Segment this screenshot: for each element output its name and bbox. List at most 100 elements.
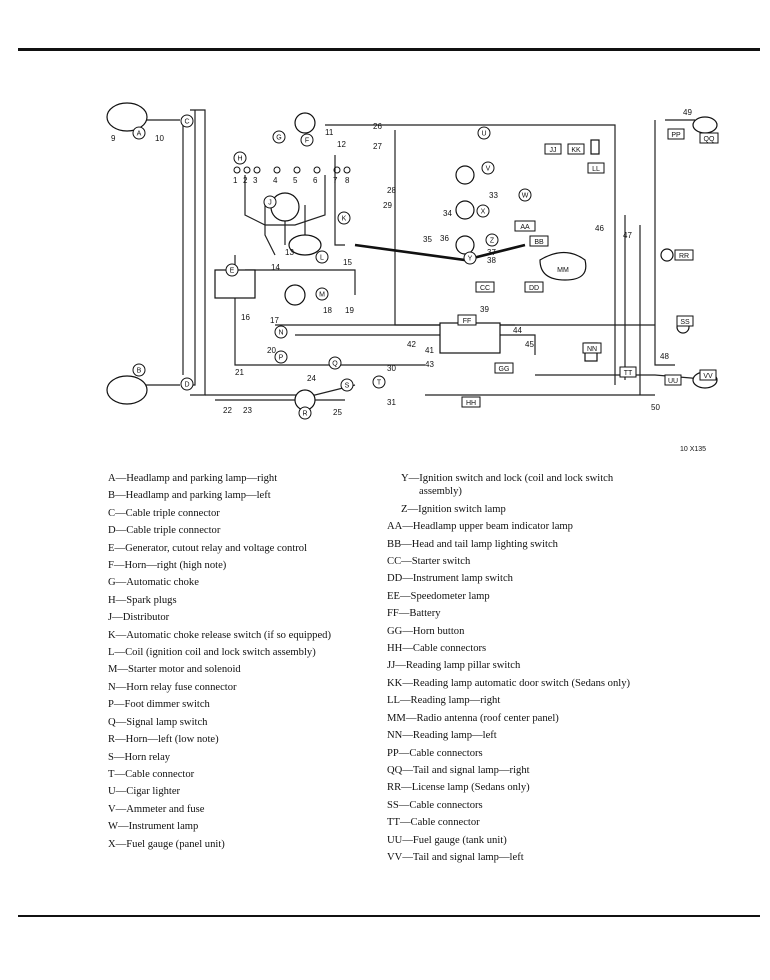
callout-E: E [225,263,239,277]
legend-item: QQ—Tail and signal lamp—right [387,764,530,776]
figure-id: 10 X135 [680,446,707,453]
callout-Q: Q [328,356,342,370]
wire-num-14: 14 [271,263,280,272]
callout-AA: AA [514,220,536,232]
svg-text:X: X [481,209,486,216]
wire-num-37: 37 [487,248,496,257]
callout-Y: Y [463,251,477,265]
wire-num-45: 45 [525,340,534,349]
svg-text:LL: LL [592,166,600,173]
legend-item: NN—Reading lamp—left [387,730,497,742]
wire-num-17: 17 [270,316,279,325]
callout-CC: CC [475,281,495,293]
svg-text:TT: TT [624,370,633,377]
wire-num-42: 42 [407,340,416,349]
wire-num-26: 26 [373,122,382,131]
callout-KK: KK [567,143,585,155]
svg-text:HH: HH [466,400,476,407]
bottom-rule [18,915,760,917]
legend-item: M—Starter motor and solenoid [108,664,241,676]
callout-L: L [315,250,329,264]
legend-item: S—Horn relay [108,751,171,763]
svg-text:Q: Q [332,361,338,368]
svg-text:BB: BB [534,239,544,246]
wire-num-13: 13 [285,248,294,257]
callout-FF: FF [457,314,477,326]
callout-B: B [132,363,146,377]
wire-num-18: 18 [323,306,332,315]
svg-text:KK: KK [571,147,581,154]
legend-item: D—Cable triple connector [108,525,221,537]
wire-num-1: 1 [233,176,238,185]
legend-item: DD—Instrument lamp switch [387,573,513,585]
legend-item: CC—Starter switch [387,556,471,568]
wire-num-39: 39 [480,305,489,314]
callout-K: K [337,211,351,225]
svg-text:NN: NN [587,346,597,353]
svg-text:SS: SS [680,319,690,326]
legend-item: Z—Ignition switch lamp [401,503,506,515]
callout-W: W [518,188,532,202]
legend-item: GG—Horn button [387,625,465,637]
callout-TT: TT [619,366,637,378]
svg-text:C: C [184,119,189,126]
legend-item: N—Horn relay fuse connector [108,681,237,693]
callout-U: U [477,126,491,140]
callout-N: N [274,325,288,339]
legend-item: HH—Cable connectors [387,643,487,655]
svg-text:A: A [137,131,142,138]
callout-H: H [233,151,247,165]
callout-VV: VV [699,369,717,381]
wire-num-47: 47 [623,231,632,240]
wire-num-11: 11 [325,128,334,137]
callout-QQ: QQ [699,132,719,144]
wire-num-5: 5 [293,176,298,185]
legend-item: F—Horn—right (high note) [108,560,227,572]
battery-cable [354,243,526,262]
callout-F: F [300,133,314,147]
wire-num-29: 29 [383,201,392,210]
wire-num-50: 50 [651,403,660,412]
callout-BB: BB [529,235,549,247]
legend-item: X—Fuel gauge (panel unit) [108,838,225,850]
legend-item: PP—Cable connectors [387,747,483,759]
legend-item: K—Automatic choke release switch (if so … [108,629,331,641]
legend-item: RR—License lamp (Sedans only) [387,782,530,794]
legend-item: AA—Headlamp upper beam indicator lamp [387,521,573,533]
callout-R: R [298,406,312,420]
svg-text:E: E [230,268,235,275]
callout-DD: DD [524,281,544,293]
callout-SS: SS [676,315,694,327]
legend-item: R—Horn—left (low note) [108,734,219,746]
legend-item: T—Cable connector [108,768,195,780]
wire-num-30: 30 [387,364,396,373]
svg-text:G: G [276,135,281,142]
callouts: A B C D E F G H J K L M N P Q R S T U V … [132,114,719,420]
legend-item: V—Ammeter and fuse [108,803,205,815]
legend-item: C—Cable triple connector [108,507,220,519]
legend-right: Y—Ignition switch and lock (coil and loc… [387,470,687,866]
wire-num-41: 41 [425,346,434,355]
legend-item: BB—Head and tail lamp lighting switch [387,538,558,550]
legend-item: H—Spark plugs [108,594,177,606]
legend-item-continuation: assembly) [419,486,462,498]
svg-text:Y: Y [468,256,473,263]
svg-text:JJ: JJ [550,147,557,154]
svg-text:DD: DD [529,285,539,292]
legend-item: UU—Fuel gauge (tank unit) [387,834,507,846]
callout-J: J [263,195,277,209]
svg-text:FF: FF [463,318,472,325]
wire-num-20: 20 [267,346,276,355]
svg-text:T: T [377,380,382,387]
callout-M: M [315,287,329,301]
wire-num-44: 44 [513,326,522,335]
components [106,102,718,411]
legend-item: J—Distributor [108,612,170,624]
callout-S: S [340,378,354,392]
wire-num-48: 48 [660,352,669,361]
callout-A: A [132,126,146,140]
svg-text:F: F [305,138,309,145]
callout-T: T [372,375,386,389]
wire-num-21: 21 [235,368,244,377]
wire-num-16: 16 [241,313,250,322]
